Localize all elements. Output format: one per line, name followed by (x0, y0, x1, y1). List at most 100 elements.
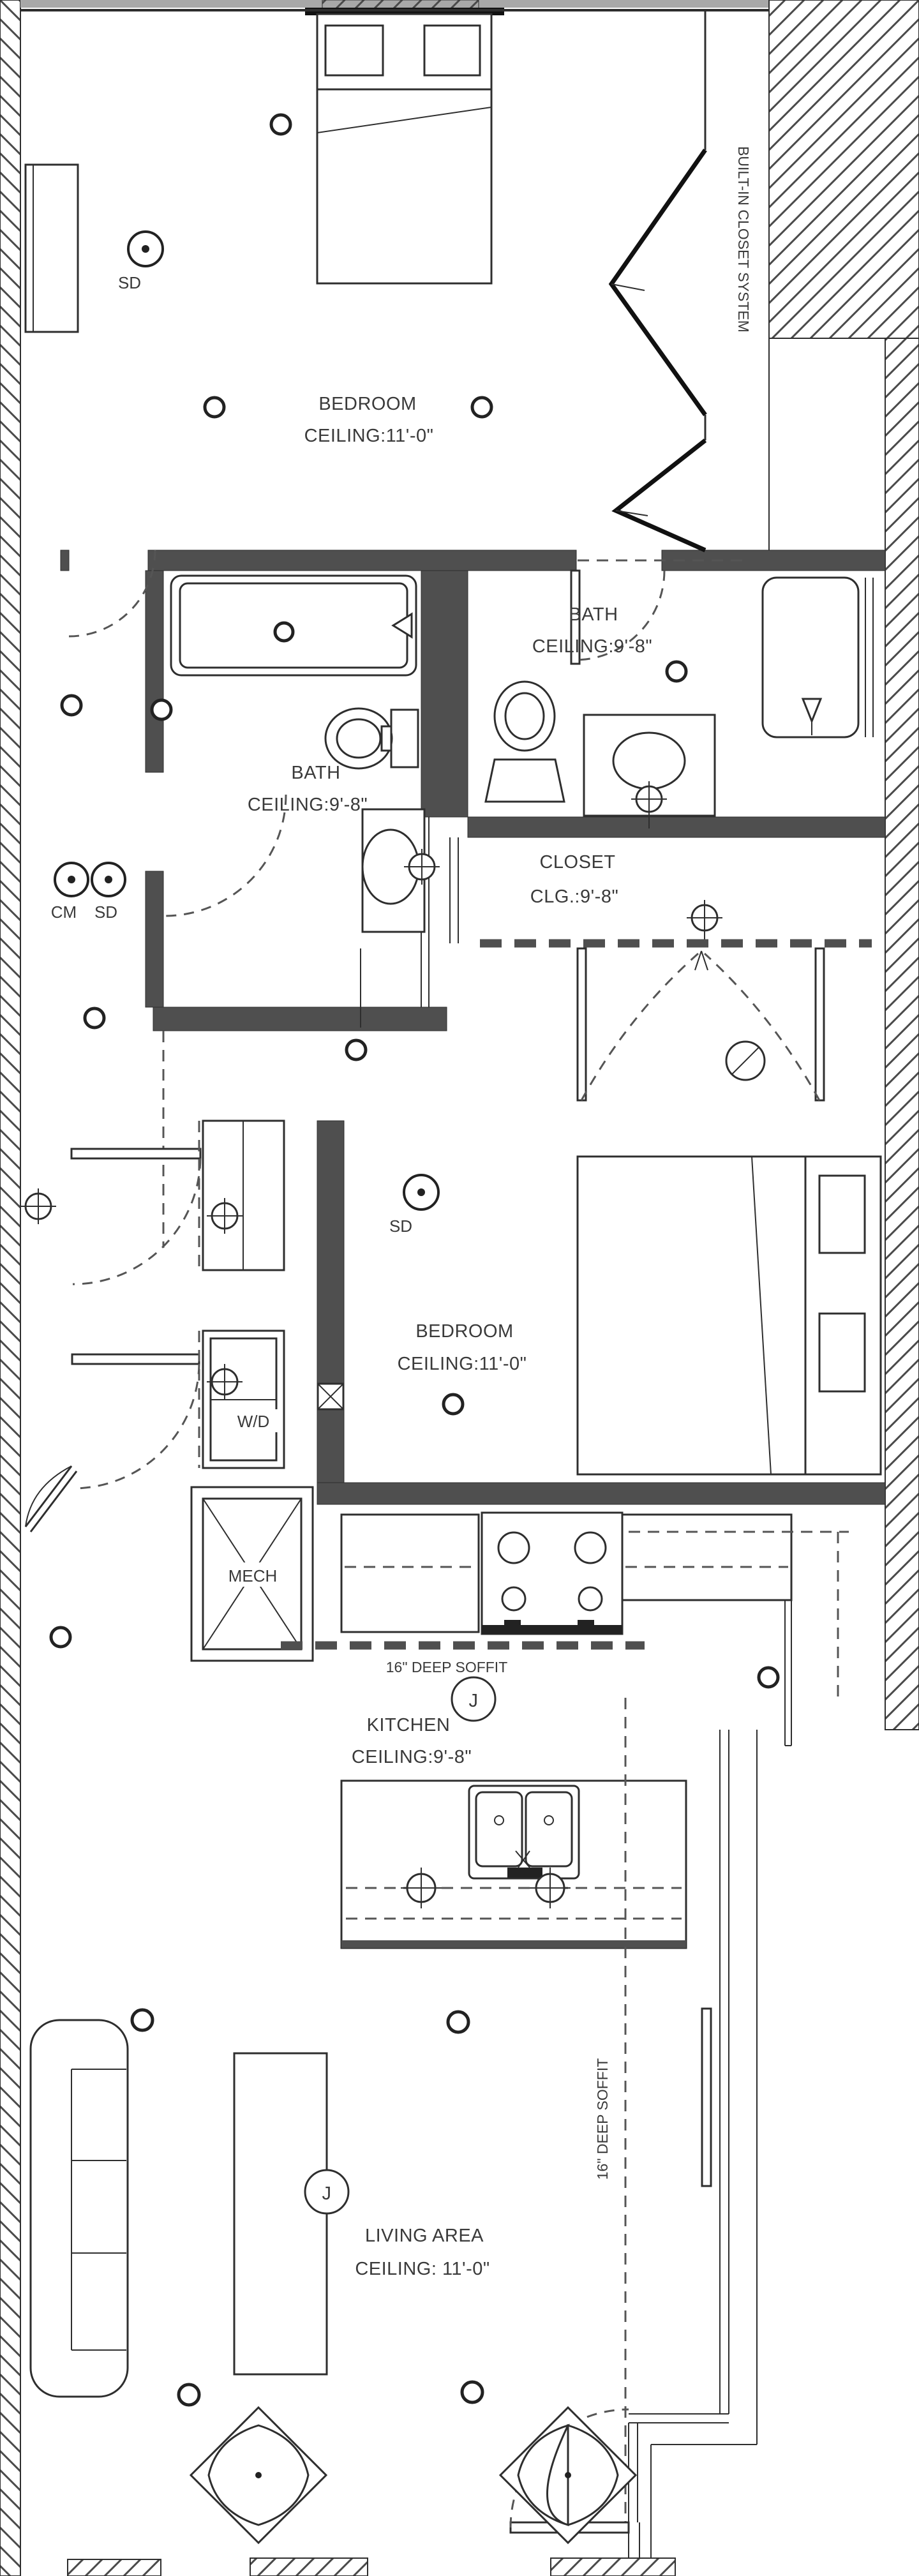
burner (578, 1586, 603, 1612)
washer-dryer-closet: W/D (198, 1329, 285, 1469)
counter-run (621, 1513, 793, 1601)
door-leaf (576, 947, 587, 1102)
bedroom2-bottom-wall (317, 1482, 886, 1505)
ceiling-light (177, 2383, 201, 2407)
sink-basin (525, 1791, 573, 1868)
light-crosshair-icon (687, 900, 722, 947)
counter-run (340, 1513, 480, 1633)
ceiling-light (345, 1038, 368, 1061)
junction-box-icon: J (304, 2169, 350, 2215)
soffit-label-vertical: 16" DEEP SOFFIT (594, 2058, 611, 2180)
hall-door-swing (72, 1363, 200, 1490)
sd-label: SD (94, 902, 117, 922)
bedroom1: SD BEDROOM CEILING:11'-0" BUILT-IN CLOSE… (24, 11, 752, 638)
bedroom1-ceiling: CEILING:11'-0" (304, 426, 434, 446)
ceiling-light (446, 2010, 470, 2034)
counter-return (784, 1600, 792, 1746)
door-jamb (628, 2522, 652, 2558)
kitchen-island (340, 1779, 687, 1949)
wall-segment (661, 550, 886, 571)
armchair (189, 2406, 328, 2545)
bedroom2-name: BEDROOM (415, 1321, 513, 1342)
bath2-bottom-wall (153, 1007, 447, 1031)
bath2-left-wall (145, 570, 164, 773)
faucet-lever (515, 1850, 530, 1868)
light-crosshair-icon (530, 1868, 571, 1908)
closet-door-swing (703, 952, 821, 1101)
range-handle (578, 1620, 594, 1625)
burner (501, 1586, 527, 1612)
wall-segment (60, 550, 70, 571)
bath1-bottom-wall (467, 816, 886, 838)
toilet-bowl-inner (336, 718, 382, 759)
label-halo (214, 1562, 291, 1587)
bathtub-inner (179, 582, 408, 669)
double-sink (468, 1785, 580, 1880)
bath1-door-swing (574, 570, 666, 661)
dresser (24, 163, 79, 333)
sd-label: SD (389, 1217, 412, 1236)
ceiling-light (470, 396, 493, 419)
living-name: LIVING AREA (365, 2226, 484, 2246)
island-edge (341, 1940, 686, 1948)
bath1-name: BATH (569, 604, 618, 625)
faucet-crosshair-icon (404, 849, 440, 885)
bottom-wall-stub (67, 2559, 161, 2576)
bath1-ceiling: CEILING:9'-8" (532, 636, 652, 657)
sink-faucet (507, 1868, 542, 1878)
ceiling-light (757, 1666, 780, 1689)
wall-junction-x-icon (317, 1382, 345, 1411)
light-crosshair-icon (207, 1198, 243, 1234)
ceiling-light (150, 698, 173, 721)
shower (761, 576, 874, 738)
bath2: BATH CEILING:9'-8" (150, 574, 440, 933)
door-leaf (71, 1353, 200, 1365)
door-leaf (814, 947, 825, 1102)
tub-faucet-icon (391, 612, 413, 639)
pillow (423, 24, 481, 77)
bottom-wall-stub (250, 2557, 368, 2576)
sink-drain (544, 1815, 554, 1825)
smoke-detector-icon (127, 230, 164, 267)
door-leaf (570, 569, 581, 665)
coffee-table (233, 2052, 328, 2376)
closet-room: CLOSET CLG.:9'-8" (480, 852, 872, 1102)
sink-basin (612, 731, 686, 790)
toilet-hinge (380, 725, 392, 752)
pantry-cabinet (198, 1120, 285, 1271)
door-knob-symbol (725, 1040, 766, 1081)
toilet-icon (324, 707, 419, 770)
smoke-detector-icon (91, 862, 126, 897)
pillow (324, 24, 384, 77)
toilet-tank (390, 708, 419, 768)
ceiling-light (60, 694, 83, 717)
mech-room: MECH (24, 1465, 314, 1662)
armchair (498, 2406, 638, 2545)
hall-door-swing (72, 1158, 202, 1285)
bath-divider-wall (421, 570, 468, 818)
bath2-left-wall (145, 871, 164, 1008)
built-in-closet-label: BUILT-IN CLOSET SYSTEM (735, 146, 752, 333)
sink-drain (494, 1815, 504, 1825)
bed-fold-line (751, 1156, 772, 1475)
bath2-name: BATH (291, 763, 340, 783)
burner (497, 1531, 530, 1564)
bath1: BATH CEILING:9'-8" (484, 569, 874, 828)
kitchen-name: KITCHEN (367, 1715, 451, 1735)
ceiling-light (460, 2380, 484, 2404)
chair-center-dot (565, 2472, 571, 2478)
junction-box-icon: J (451, 1676, 497, 1722)
bedroom2-left-wall (317, 1120, 345, 1483)
bed-fold-line (317, 107, 492, 133)
kitchen: 16" DEEP SOFFIT J KITCHEN CEILING:9'-8" (281, 1511, 849, 1949)
vanity-sink (583, 714, 716, 828)
mech-label: MECH (228, 1566, 278, 1585)
cm-label: CM (51, 902, 77, 922)
exterior-wall-top-right-hatch (768, 0, 919, 339)
ceiling-light (130, 2008, 154, 2032)
window-wall (719, 1730, 729, 2414)
built-in-closet: BUILT-IN CLOSET SYSTEM (608, 11, 752, 553)
faucet-crosshair-icon (631, 781, 667, 828)
